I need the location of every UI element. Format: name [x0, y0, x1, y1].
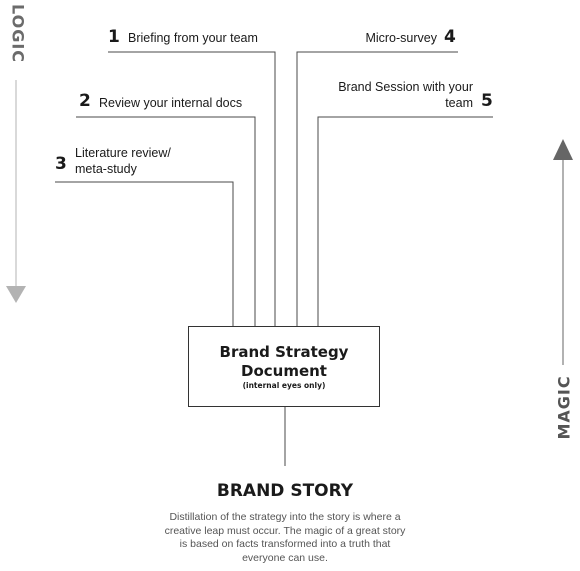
- input-1-number: 1: [108, 27, 120, 47]
- input-5-number: 5: [481, 91, 493, 111]
- connector-2: [76, 116, 256, 326]
- input-2-number: 2: [79, 91, 91, 111]
- brand-strategy-document-box: Brand Strategy Document (internal eyes o…: [188, 326, 380, 407]
- input-3-number: 3: [55, 154, 67, 174]
- document-subtitle: (internal eyes only): [242, 381, 326, 390]
- connector-4: [296, 51, 458, 326]
- connector-3: [55, 181, 234, 326]
- input-5-label: Brand Session with your team: [338, 80, 473, 110]
- brand-story-description: Distillation of the strategy into the st…: [164, 511, 406, 564]
- input-1-label: Briefing from your team: [128, 31, 258, 45]
- input-3-label: Literature review/ meta-study: [75, 146, 171, 176]
- magic-label: MAGIC: [554, 375, 574, 440]
- connector-1: [108, 51, 276, 326]
- logic-arrow: [6, 80, 26, 303]
- connector-5: [317, 116, 493, 326]
- logic-label: LOGIC: [8, 3, 28, 64]
- brand-story-title: BRAND STORY: [216, 481, 354, 501]
- document-title: Brand Strategy Document: [219, 343, 349, 380]
- input-4-label: Micro-survey: [365, 31, 437, 45]
- magic-arrow: [553, 139, 573, 365]
- input-2-label: Review your internal docs: [99, 96, 243, 110]
- input-4-number: 4: [444, 27, 456, 47]
